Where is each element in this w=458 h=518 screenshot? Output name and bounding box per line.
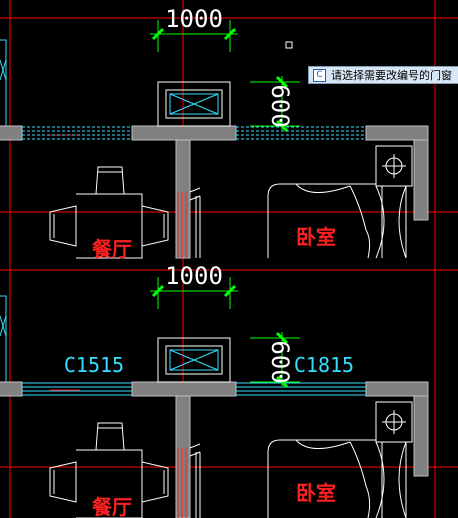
vent-box[interactable] bbox=[157, 337, 231, 383]
door-leaf[interactable] bbox=[189, 187, 201, 258]
bed[interactable] bbox=[267, 439, 376, 518]
height-dimension[interactable]: 600 bbox=[250, 75, 300, 133]
left-edge-fixture[interactable] bbox=[0, 295, 7, 383]
window-tag-c1815[interactable]: C1815 bbox=[294, 353, 354, 377]
wardrobe[interactable] bbox=[375, 145, 413, 259]
cursor-pickbox bbox=[285, 41, 293, 49]
window-opening-right[interactable] bbox=[236, 126, 366, 140]
height-dimension-text: 600 bbox=[266, 340, 294, 383]
window-opening-left[interactable] bbox=[22, 126, 132, 140]
door[interactable] bbox=[177, 448, 187, 518]
top-plan: 1000 600 bbox=[0, 5, 429, 261]
vent-box[interactable] bbox=[157, 81, 231, 127]
width-dimension-text: 1000 bbox=[165, 5, 223, 33]
window-c1815[interactable] bbox=[236, 382, 366, 396]
command-prompt-text: 请选择需要改编号的门窗 bbox=[331, 69, 452, 82]
bed[interactable] bbox=[267, 183, 376, 259]
command-prompt-tooltip: C 请选择需要改编号的门窗 bbox=[308, 66, 458, 84]
dining-table[interactable] bbox=[49, 422, 169, 518]
height-dimension-text: 600 bbox=[266, 84, 294, 127]
door-leaf[interactable] bbox=[189, 443, 201, 518]
window-tag-c1515[interactable]: C1515 bbox=[64, 353, 124, 377]
dining-table[interactable] bbox=[49, 166, 169, 259]
wall[interactable] bbox=[0, 125, 429, 259]
room-label-bedroom: 卧室 bbox=[296, 225, 336, 249]
width-dimension[interactable]: 1000 bbox=[150, 5, 238, 52]
wall[interactable] bbox=[0, 381, 429, 518]
command-icon: C bbox=[313, 68, 326, 82]
room-label-bedroom: 卧室 bbox=[296, 481, 336, 505]
bottom-plan: 1000 600 C1515 C1815 bbox=[0, 262, 429, 518]
left-edge-fixture[interactable] bbox=[0, 39, 7, 127]
room-label-dining: 餐厅 bbox=[92, 237, 132, 261]
height-dimension[interactable]: 600 bbox=[250, 331, 300, 389]
door[interactable] bbox=[177, 192, 187, 258]
window-c1515[interactable] bbox=[22, 382, 132, 396]
wardrobe[interactable] bbox=[375, 401, 413, 518]
width-dimension-text: 1000 bbox=[165, 262, 223, 290]
room-label-dining: 餐厅 bbox=[92, 495, 132, 518]
width-dimension[interactable]: 1000 bbox=[150, 262, 238, 309]
